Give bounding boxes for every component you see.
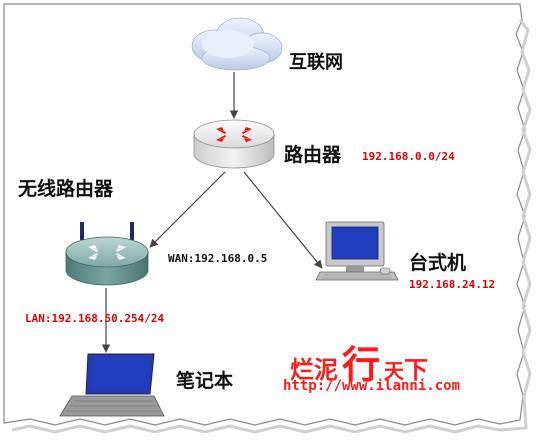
watermark-char-4: 天 <box>384 359 405 383</box>
laptop-label: 笔记本 <box>176 370 234 392</box>
desktop-ip: 192.168.24.12 <box>409 278 496 291</box>
link-router-wireless <box>149 171 226 248</box>
wan-ip: WAN:192.168.0.5 <box>168 252 268 265</box>
desktop-computer-icon <box>315 221 399 281</box>
router-ip: 192.168.0.0/24 <box>362 150 455 163</box>
lan-ip: LAN:192.168.50.254/24 <box>25 312 165 325</box>
internet-label: 互联网 <box>289 52 343 73</box>
cloud-icon <box>191 17 283 71</box>
laptop-icon <box>59 353 165 417</box>
wireless-router-label: 无线路由器 <box>18 178 114 200</box>
wireless-router-icon <box>65 222 149 286</box>
link-router-desktop <box>243 171 323 269</box>
watermark-url: http://www.ilanni.com <box>283 378 461 394</box>
watermark-brand: 烂泥行天下 <box>290 334 428 389</box>
router-label: 路由器 <box>284 144 342 166</box>
torn-paper-border <box>3 3 532 434</box>
watermark-char-5: 下 <box>404 355 429 384</box>
watermark-char-2: 泥 <box>314 355 338 384</box>
desktop-label: 台式机 <box>409 252 467 274</box>
watermark-char-3: 行 <box>342 342 381 387</box>
watermark-char-1: 烂 <box>290 355 314 384</box>
router-icon <box>193 119 275 169</box>
